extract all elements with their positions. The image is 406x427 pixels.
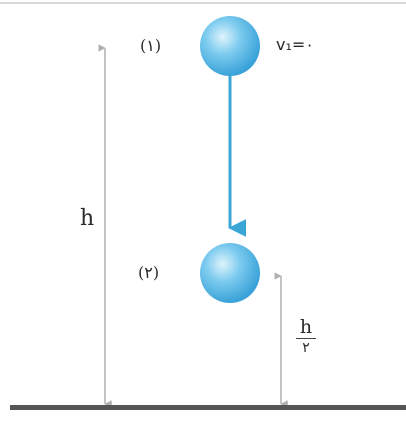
ball-position-2 (200, 243, 260, 303)
fraction-bar (296, 338, 316, 339)
ball-position-1 (200, 16, 260, 76)
height-label: h (80, 206, 95, 231)
initial-velocity-label: v₁=۰ (276, 35, 314, 54)
half-height-label: h ۲ (296, 318, 316, 355)
ground-line (10, 405, 406, 410)
half-height-denominator: ۲ (302, 340, 310, 356)
position-1-label: (۱) (140, 36, 162, 55)
position-2-label: (۲) (138, 263, 160, 282)
half-height-numerator: h (299, 316, 313, 338)
